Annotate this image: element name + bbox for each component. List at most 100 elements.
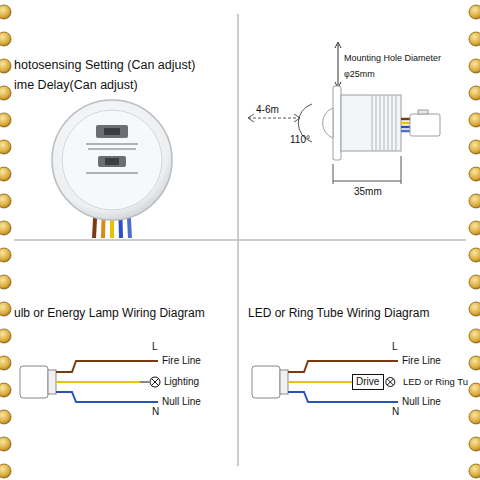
coin	[0, 383, 11, 397]
coin	[469, 194, 480, 208]
print-marks	[86, 143, 138, 145]
coin	[469, 32, 480, 46]
dimension-line	[333, 181, 401, 182]
sensor-body	[341, 95, 401, 151]
lamp-symbol	[150, 377, 160, 387]
print-marks	[86, 172, 138, 174]
thread-ridge	[388, 95, 389, 151]
coin	[0, 140, 11, 154]
connector-plug	[410, 114, 440, 136]
feature-label: ime Delay(Can adjust)	[14, 78, 138, 93]
coin	[0, 356, 11, 370]
coin	[0, 221, 11, 235]
coin	[469, 140, 480, 154]
range-value: 4-6m	[256, 104, 279, 116]
sensor-rim	[52, 100, 172, 220]
lens-dome	[323, 108, 333, 138]
coin	[469, 302, 480, 316]
flange	[333, 86, 341, 160]
dimension-line	[338, 44, 339, 86]
feature-label: hotosensing Setting (Can adjust)	[14, 58, 195, 73]
coin	[469, 437, 480, 451]
sensor-back	[52, 100, 172, 238]
print-marks	[88, 148, 136, 150]
diagram-heading: LED or Ring Tube Wiring Diagram	[248, 306, 429, 320]
connector-plug	[280, 370, 288, 394]
wire	[401, 122, 410, 125]
wiring-diagram	[252, 361, 398, 402]
adjust-knob	[96, 125, 128, 138]
coin	[0, 437, 11, 451]
coin	[0, 275, 11, 289]
coin	[469, 59, 480, 73]
terminal-name: L	[152, 341, 158, 353]
coin	[0, 86, 11, 100]
range-line	[248, 118, 300, 119]
coin	[469, 383, 480, 397]
load-wire	[288, 381, 352, 383]
coin	[0, 410, 11, 424]
adjust-knob	[105, 158, 119, 165]
coin	[469, 221, 480, 235]
thread-ridge	[380, 95, 381, 151]
plug-latch	[418, 110, 428, 114]
coin	[469, 113, 480, 127]
adjust-knob	[104, 128, 120, 135]
lamp-symbol	[387, 379, 393, 385]
coin	[469, 329, 480, 343]
sensor-side	[248, 42, 440, 184]
coin	[469, 275, 480, 289]
coin	[0, 464, 11, 478]
dimension-value: 35mm	[354, 186, 382, 198]
thread-ridge	[392, 95, 393, 151]
coin-border	[0, 5, 480, 478]
load-name: Lighting	[164, 376, 199, 388]
connector-plug	[48, 370, 56, 394]
coin	[0, 302, 11, 316]
coin	[0, 194, 11, 208]
connector-plug	[20, 366, 48, 398]
thread-ridges	[372, 95, 396, 151]
fire-wire	[56, 361, 158, 372]
coin	[0, 167, 11, 181]
line-name: Null Line	[162, 396, 201, 408]
adjust-knob	[98, 156, 126, 167]
angle-value: 110°	[290, 134, 310, 146]
thread-ridge	[396, 95, 397, 151]
fire-wire	[288, 361, 398, 372]
wire	[401, 130, 410, 133]
coin	[469, 5, 480, 19]
extension-line	[401, 156, 402, 184]
lamp-symbol	[152, 379, 159, 386]
thread-ridge	[376, 95, 377, 151]
terminal-name: L	[392, 341, 398, 353]
coin	[0, 5, 11, 19]
thread-ridge	[384, 95, 385, 151]
line-name: Null Line	[402, 396, 441, 408]
thread-ridge	[372, 95, 373, 151]
sensor-face	[62, 110, 162, 210]
wiring-diagram	[20, 361, 160, 402]
coin	[469, 356, 480, 370]
panel-divider	[14, 239, 466, 241]
coin	[0, 329, 11, 343]
lamp-symbol	[386, 378, 395, 387]
coin	[0, 59, 11, 73]
coin	[0, 113, 11, 127]
diagram-heading: ulb or Energy Lamp Wiring Diagram	[14, 306, 205, 320]
wire	[401, 118, 410, 121]
wire	[401, 126, 410, 129]
terminal-name: N	[152, 406, 159, 418]
node-label: Drive	[353, 375, 383, 389]
null-wire	[288, 392, 398, 402]
terminal-name: N	[392, 406, 399, 418]
load-name: LED or Ring Tu	[403, 376, 468, 387]
line-name: Fire Line	[402, 355, 441, 367]
driver-box: Drive	[352, 374, 384, 390]
range-arrow	[248, 114, 300, 122]
dimension-label: Mounting Hole Diameter	[344, 53, 441, 64]
connector-plug	[252, 366, 280, 398]
coin	[0, 248, 11, 262]
coin	[469, 167, 480, 181]
